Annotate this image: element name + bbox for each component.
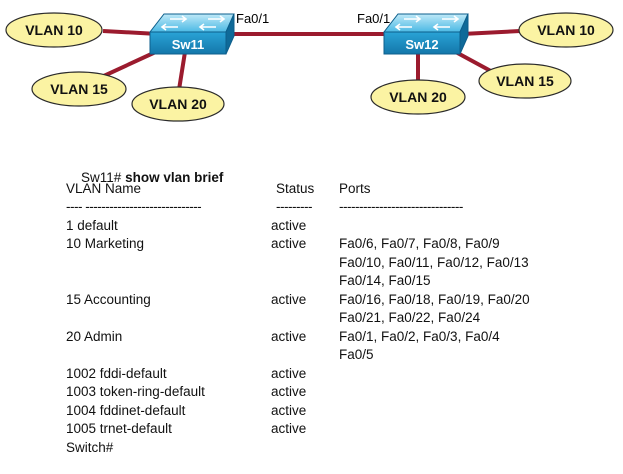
- link-sw11-vlan10: [102, 29, 159, 36]
- cell-ports: Fa0/21, Fa0/22, Fa0/24: [339, 310, 481, 325]
- vlan-label: VLAN 20: [149, 96, 207, 112]
- switch-label-sw11: Sw11: [172, 37, 205, 52]
- end-prompt: Switch#: [66, 439, 114, 455]
- separator-row: ---- ----------------------------- -----…: [66, 198, 606, 217]
- table-row: 15 Accounting active Fa0/16, Fa0/18, Fa0/1…: [66, 291, 606, 310]
- cell-status: active: [271, 217, 307, 233]
- vlan-label: VLAN 15: [496, 73, 554, 89]
- table-row: Fa0/5: [66, 346, 606, 365]
- cli-command: show vlan brief: [125, 169, 224, 185]
- cell-ports: Fa0/1, Fa0/2, Fa0/3, Fa0/4: [339, 328, 500, 344]
- cell-ports: Fa0/16, Fa0/18, Fa0/19, Fa0/20: [339, 291, 530, 307]
- cell-status: active: [271, 384, 307, 399]
- vlan-node-sw12-vlan10[interactable]: VLAN 10: [518, 12, 614, 48]
- cell-vlan: 15 Accounting: [66, 291, 151, 307]
- cell-ports: Fa0/6, Fa0/7, Fa0/8, Fa0/9: [339, 236, 500, 251]
- table-row: 1002 fddi-default active: [66, 365, 606, 384]
- cell-status: active: [271, 421, 307, 436]
- vlan-label: VLAN 15: [50, 81, 108, 97]
- cell-vlan: 1005 trnet-default: [66, 421, 172, 436]
- cell-status: active: [271, 328, 307, 344]
- cell-vlan: 10 Marketing: [66, 236, 145, 251]
- switch-label-sw12: Sw12: [405, 37, 438, 52]
- vlan-node-sw11-vlan15[interactable]: VLAN 15: [31, 71, 127, 107]
- cell-ports: Fa0/14, Fa0/15: [339, 273, 431, 288]
- command-line: Sw11# show vlan brief: [66, 150, 606, 185]
- vlan-node-sw11-vlan10[interactable]: VLAN 10: [5, 12, 103, 48]
- table-row: 1 default active: [66, 217, 606, 236]
- cell-status: active: [271, 402, 307, 418]
- link-sw12-vlan10: [461, 29, 521, 36]
- cli-output: Sw11# show vlan brief VLAN Name Status P…: [66, 150, 606, 457]
- table-row: Fa0/14, Fa0/15: [66, 272, 606, 291]
- vlan-label: VLAN 20: [389, 89, 447, 105]
- table-row: Fa0/10, Fa0/11, Fa0/12, Fa0/13: [66, 254, 606, 273]
- cell-status: active: [271, 291, 307, 307]
- header-vlan-name: VLAN Name: [66, 180, 142, 196]
- switch-sw11[interactable]: Sw11: [148, 13, 235, 55]
- network-topology-diagram: Fa0/1 Fa0/1 Sw11 Sw12 VLAN 10: [5, 11, 614, 122]
- switch-sw12[interactable]: Sw12: [382, 13, 469, 55]
- cell-status: active: [271, 365, 307, 381]
- table-row: 1003 token-ring-default active: [66, 383, 606, 402]
- cell-ports: Fa0/5: [339, 347, 374, 362]
- vlan-label: VLAN 10: [25, 22, 83, 38]
- vlan-label: VLAN 10: [537, 22, 595, 38]
- cell-vlan: 1 default: [66, 217, 118, 233]
- cell-vlan: 20 Admin: [66, 328, 123, 344]
- header-status: Status: [276, 180, 315, 196]
- cli-prompt: Sw11#: [81, 169, 122, 185]
- table-row: 20 Admin active Fa0/1, Fa0/2, Fa0/3, Fa0/4: [66, 328, 606, 347]
- table-row: Fa0/21, Fa0/22, Fa0/24: [66, 309, 606, 328]
- trunk-port-label-sw12: Fa0/1: [357, 11, 390, 26]
- cell-vlan: 1003 token-ring-default: [66, 384, 205, 399]
- vlan-node-sw12-vlan20[interactable]: VLAN 20: [370, 79, 466, 115]
- table-row: 10 Marketing active Fa0/6, Fa0/7, Fa0/8, F…: [66, 235, 606, 254]
- separator-status: ---------: [276, 199, 312, 214]
- separator-ports: -------------------------------: [339, 199, 463, 214]
- cell-ports: Fa0/10, Fa0/11, Fa0/12, Fa0/13: [339, 254, 529, 270]
- header-ports: Ports: [339, 180, 371, 196]
- cell-vlan: 1002 fddi-default: [66, 365, 167, 381]
- separator-vlan-name: ---- -----------------------------: [66, 199, 202, 214]
- table-row: 1005 trnet-default active: [66, 420, 606, 439]
- vlan-node-sw12-vlan15[interactable]: VLAN 15: [478, 63, 572, 99]
- cell-vlan: 1004 fddinet-default: [66, 402, 186, 418]
- trunk-port-label-sw11: Fa0/1: [236, 11, 269, 26]
- table-row: 1004 fddinet-default active: [66, 402, 606, 421]
- cell-status: active: [271, 236, 307, 251]
- vlan-node-sw11-vlan20[interactable]: VLAN 20: [131, 86, 225, 122]
- table-header-row: VLAN Name Status Ports: [66, 180, 606, 199]
